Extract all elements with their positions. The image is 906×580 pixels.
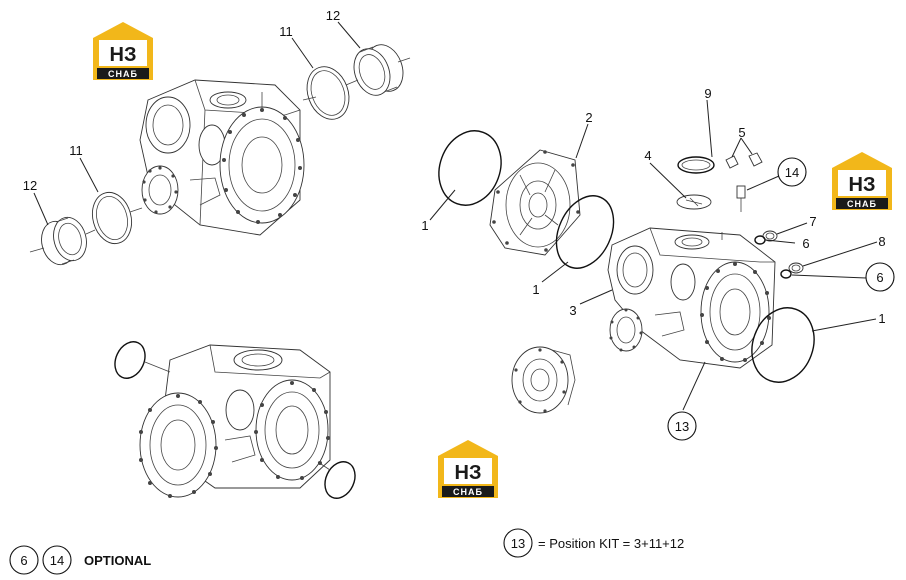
fitting-14 [736,185,746,212]
optional-14-circle [42,545,72,575]
callout-9: 9 [704,86,711,101]
bearing-cup-left [41,216,87,266]
o-ring-1-left [438,130,502,206]
kit-number-circle [503,528,533,558]
optional-6: 6 [20,553,27,568]
optional-14: 14 [50,553,64,568]
callout-11-top: 11 [279,24,293,39]
callout-14-circle [777,157,807,187]
callout-6-b: 6 [876,270,883,285]
plug-8 [788,262,804,274]
callout-7: 7 [809,214,816,229]
callout-1-b: 1 [532,282,539,297]
kit-caption: = Position KIT = 3+11+12 [538,536,684,551]
logo-sub-text: СНАБ [453,487,483,497]
o-ring-1-middle [555,195,615,269]
logo-main-text: НЗ [110,44,137,66]
washer-6-lower [780,269,792,279]
housing-3 [607,227,776,369]
cover-13 [511,346,576,414]
leader-lines [33,21,878,411]
callout-3: 3 [569,303,576,318]
callout-6-b-circle [865,262,895,292]
callout-11-left: 11 [69,143,83,158]
seal-ring-top [306,66,350,120]
callout-12-top: 12 [326,8,340,23]
fitting-5 [725,152,763,169]
logo-main-text: НЗ [849,174,876,196]
kit-number: 13 [511,536,525,551]
logo-sub-text: СНАБ [847,199,877,209]
housing-bottom-left [139,344,331,498]
logo-bottom: НЗ СНАБ [438,440,498,498]
logo-main-text: НЗ [455,462,482,484]
callout-12-left: 12 [23,178,37,193]
callout-1-c: 1 [878,311,885,326]
seal-ring-left [92,191,132,245]
logo-sub-text: СНАБ [108,69,138,79]
optional-label: OPTIONAL [84,553,151,568]
o-ring-bottom-left-b [324,461,356,499]
cover-plate-2 [489,149,581,256]
optional-6-circle [9,545,39,575]
callout-1-a: 1 [421,218,428,233]
snap-ring-9 [677,156,715,174]
washer-6-upper [754,235,766,245]
o-ring-bottom-left-a [114,341,146,379]
logo-right: НЗ СНАБ [832,152,892,210]
o-ring-1-right [751,307,815,383]
callout-6-a: 6 [802,236,809,251]
callout-5: 5 [738,125,745,140]
callout-13: 13 [675,419,689,434]
callout-4: 4 [644,148,651,163]
logo-top-left: НЗ СНАБ [93,22,153,80]
callout-14: 14 [785,165,799,180]
housing-top-left [139,79,305,236]
callout-2: 2 [585,110,592,125]
callout-13-circle [667,411,697,441]
bearing-cup-top [353,44,404,96]
callout-8: 8 [878,234,885,249]
plate-4 [676,194,712,210]
